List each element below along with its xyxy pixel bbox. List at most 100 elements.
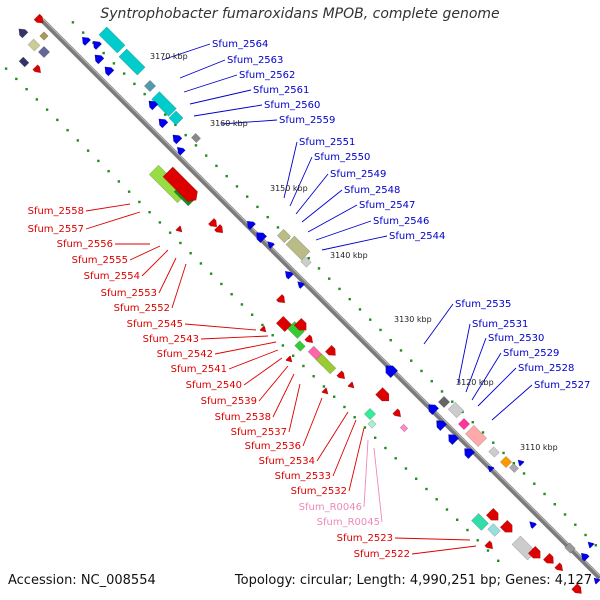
tick-mark xyxy=(317,267,321,270)
label-leader-line xyxy=(85,211,141,230)
tick-mark xyxy=(76,139,80,142)
gene-label: Sfum_2529 xyxy=(503,348,559,359)
gene-arrow xyxy=(148,100,159,111)
gene-arrow xyxy=(275,293,286,304)
label-leader-line xyxy=(184,323,257,331)
tick-mark xyxy=(522,472,526,475)
kbp-label: 3170 kbp xyxy=(150,52,188,61)
gene-label: Sfum_2543 xyxy=(143,334,199,345)
topology-text: Topology: circular; Length: 4,990,251 bp… xyxy=(234,573,592,588)
tick-mark xyxy=(481,431,485,434)
gene-label: Sfum_2548 xyxy=(344,185,400,196)
gene-label: Sfum_2522 xyxy=(354,549,410,560)
kbp-label: 3150 kbp xyxy=(270,184,308,193)
tick-mark xyxy=(430,379,433,383)
gene-arrow xyxy=(529,521,537,529)
tick-mark xyxy=(199,262,203,265)
tick-mark xyxy=(502,451,505,455)
gene-label: Sfum_2564 xyxy=(212,39,268,50)
gene-arrow xyxy=(321,387,329,395)
gene-arrow xyxy=(172,134,183,145)
tick-mark xyxy=(209,272,213,275)
tick-mark xyxy=(168,231,172,234)
label-leader-line xyxy=(411,545,477,555)
gene-arrow xyxy=(94,54,105,65)
tick-mark xyxy=(363,426,367,429)
gene-box xyxy=(276,228,292,244)
label-leader-line xyxy=(302,397,323,447)
tick-mark xyxy=(394,457,397,460)
kbp-label: 3160 kbp xyxy=(210,119,248,128)
label-leader-line xyxy=(200,335,269,340)
tick-mark xyxy=(266,215,269,219)
label-leader-line xyxy=(183,74,238,93)
label-leader-line xyxy=(221,119,278,125)
gene-label: Sfum_2538 xyxy=(215,412,271,423)
gene-label: Sfum_2528 xyxy=(518,363,574,374)
gene-box xyxy=(437,395,451,409)
tick-mark xyxy=(456,518,459,521)
label-leader-line xyxy=(258,365,289,402)
gene-box xyxy=(465,425,487,447)
label-leader-line xyxy=(307,204,358,233)
label-leader-line xyxy=(321,235,388,251)
label-leader-line xyxy=(394,537,471,541)
gene-label: Sfum_2523 xyxy=(337,533,393,544)
gene-box xyxy=(447,401,465,419)
tick-mark xyxy=(533,482,536,485)
tick-mark xyxy=(471,421,474,424)
tick-mark xyxy=(189,252,192,255)
tick-mark xyxy=(343,405,346,409)
tick-mark xyxy=(143,92,146,96)
tick-mark xyxy=(56,118,59,122)
gene-arrow xyxy=(580,552,590,562)
gene-label: Sfum_2542 xyxy=(157,349,213,360)
label-leader-line xyxy=(179,59,226,79)
gene-label: Sfum_2547 xyxy=(359,200,415,211)
gene-arrow xyxy=(517,459,525,467)
gene-arrow xyxy=(392,408,402,418)
gene-label: Sfum_2560 xyxy=(264,100,320,111)
gene-arrow xyxy=(347,381,355,389)
label-leader-line xyxy=(193,104,263,117)
gene-label: Sfum_2527 xyxy=(534,380,590,391)
label-leader-line xyxy=(129,245,161,261)
gene-label: Sfum_2541 xyxy=(171,364,227,375)
gene-arrow xyxy=(92,40,103,51)
gene-arrow xyxy=(464,448,476,460)
page-title: Syntrophobacter fumaroxidans MPOB, compl… xyxy=(100,6,500,22)
tick-mark xyxy=(112,62,116,65)
genome-backbone xyxy=(40,18,600,580)
gene-arrow xyxy=(81,36,92,47)
gene-arrow xyxy=(285,355,293,363)
tick-mark xyxy=(117,180,121,183)
tick-mark xyxy=(86,149,90,152)
gene-box xyxy=(118,48,146,76)
kbp-label: 3120 kbp xyxy=(456,378,494,387)
gene-arrow xyxy=(554,562,564,572)
tick-marks xyxy=(4,21,598,562)
tick-mark xyxy=(122,72,126,75)
gene-label: Sfum_2534 xyxy=(259,456,315,467)
gene-label: Sfum_2561 xyxy=(253,85,309,96)
tick-mark xyxy=(204,154,208,157)
tick-mark xyxy=(246,195,249,198)
tick-mark xyxy=(348,297,351,301)
tick-mark xyxy=(440,390,444,393)
kbp-label: 3140 kbp xyxy=(330,251,368,260)
label-leader-line xyxy=(423,303,454,345)
gene-arrow xyxy=(304,334,314,344)
tick-mark xyxy=(584,533,587,537)
gene-arrow xyxy=(297,281,305,289)
gene-arrow xyxy=(436,420,448,432)
gene-label: Sfum_2553 xyxy=(101,288,157,299)
gene-arrow xyxy=(428,404,440,416)
tick-mark xyxy=(220,282,223,286)
genome-backbone-highlight xyxy=(41,17,600,577)
gene-label: Sfum_2558 xyxy=(28,206,84,217)
gene-box xyxy=(509,463,519,473)
label-leader-line xyxy=(332,419,357,477)
gene-arrow xyxy=(18,28,29,39)
tick-mark xyxy=(230,293,233,296)
label-leader-lines xyxy=(85,43,533,555)
